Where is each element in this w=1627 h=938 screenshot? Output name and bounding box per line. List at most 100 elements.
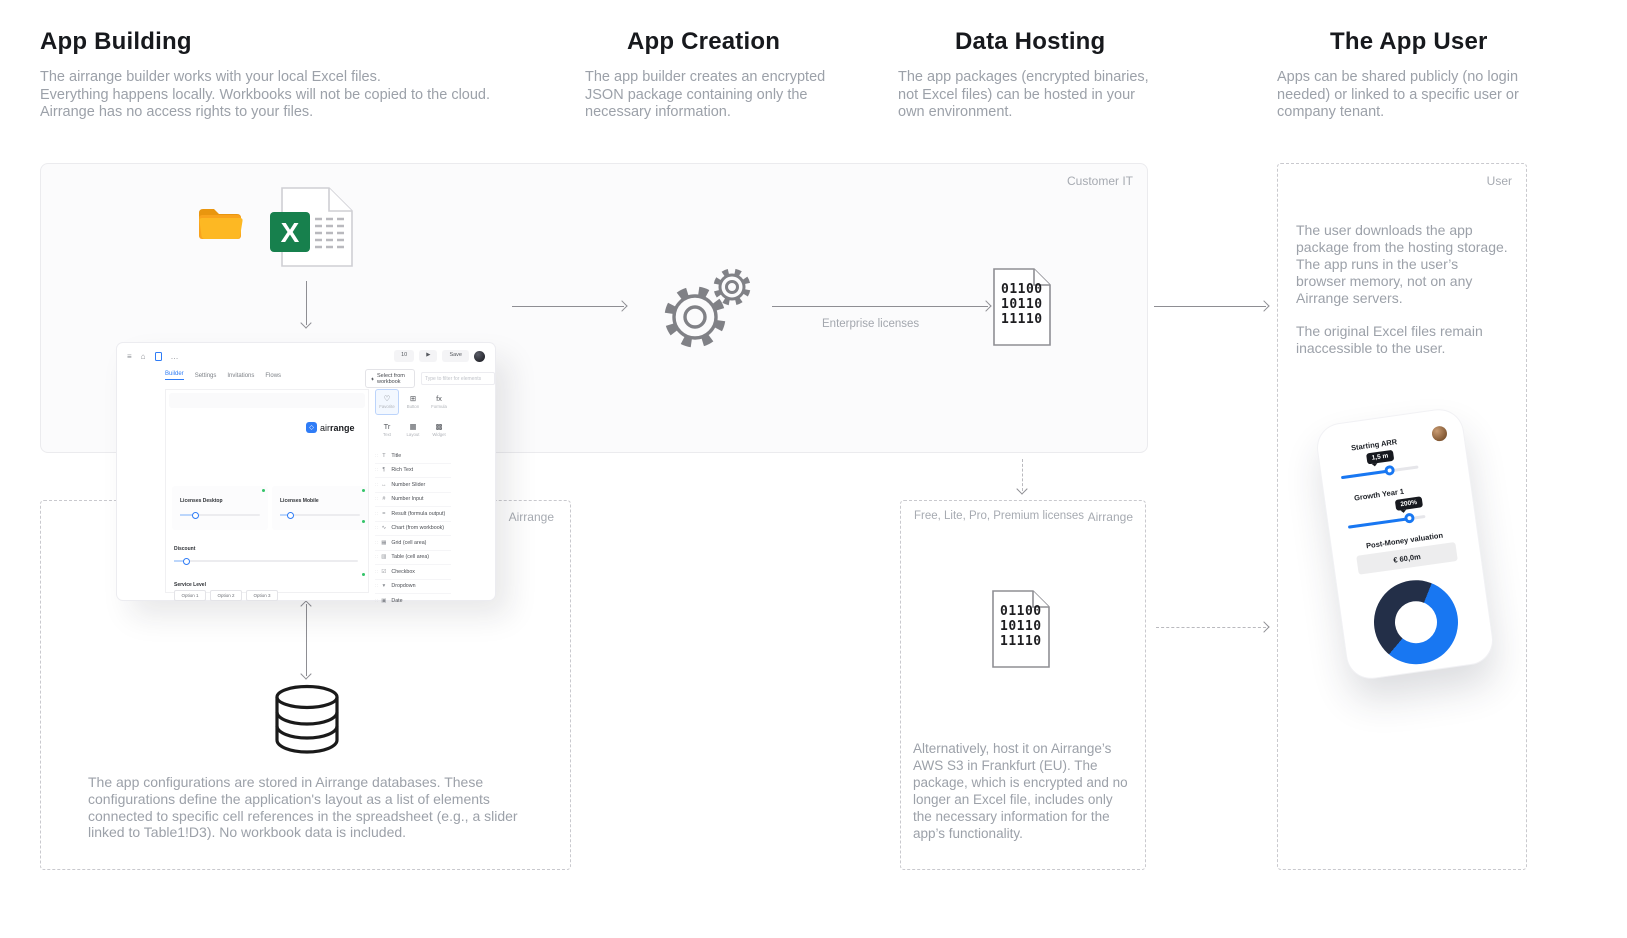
user-paragraph-2: The original Excel files remain inaccess… [1296, 323, 1483, 356]
run-button[interactable]: ▶ [419, 350, 438, 362]
option-2-button[interactable]: Option 2 [210, 590, 242, 601]
tab-flows[interactable]: Flows [265, 372, 282, 379]
arrow-builder-db [300, 600, 312, 680]
drag-handle-icon[interactable]: ∷ [375, 467, 378, 473]
checkbox-icon: ☑ [381, 568, 387, 575]
tab-invitations[interactable]: Invitations [227, 372, 255, 379]
select-from-workbook-button[interactable]: Select from workbook [365, 369, 415, 388]
airrange-logo: ◇ airrange [306, 422, 355, 433]
list-item-result[interactable]: ∷=Result (formula output) [375, 507, 451, 522]
slider-discount[interactable] [174, 557, 358, 565]
drag-handle-icon[interactable]: ∷ [375, 525, 378, 531]
layout-icon: ▦ [409, 422, 417, 432]
slider-licenses-desktop[interactable] [180, 511, 260, 519]
hosting-owner-label: Airrange [1087, 510, 1133, 524]
rich-text-icon: ¶ [382, 467, 386, 474]
user-box: User [1277, 163, 1527, 870]
arrow-customerit-to-hosting [1016, 459, 1028, 495]
section-title-app-building: App Building [40, 28, 192, 55]
list-item-number-slider[interactable]: ∷↔Number Slider [375, 478, 451, 493]
menu-icon[interactable]: ≡ [127, 351, 132, 361]
section-desc-app-building: The airrange builder works with your loc… [40, 69, 491, 120]
builder-tabs: Builder Settings Invitations Flows [165, 371, 281, 380]
section-desc-app-creation: The app builder creates an encrypted JSO… [585, 69, 826, 120]
list-item-rich-text[interactable]: ∷¶Rich Text [375, 464, 451, 478]
palette-widget[interactable]: ▩Widget [432, 422, 446, 437]
section-desc-data-hosting: The app packages (encrypted binaries, no… [898, 69, 1149, 120]
title-icon: T [382, 452, 386, 459]
builder-avatar[interactable] [474, 350, 485, 362]
drag-handle-icon[interactable]: ∷ [375, 583, 378, 589]
list-item-table[interactable]: ∷▥Table (cell area) [375, 551, 451, 565]
lightning-icon [371, 376, 375, 381]
selection-dot [262, 489, 265, 492]
chart-icon: ∿ [381, 525, 387, 532]
arrow-files-to-builder [300, 281, 312, 329]
donut-chart [1368, 574, 1464, 670]
date-icon: ▣ [381, 598, 387, 605]
fx-icon: fx [436, 394, 442, 404]
selection-dot [362, 489, 365, 492]
list-item-checkbox[interactable]: ∷☑Checkbox [375, 565, 451, 580]
dropdown-icon: ▾ [382, 583, 386, 590]
save-button[interactable]: Save [442, 350, 469, 362]
user-paragraph-1: The user downloads the app package from … [1296, 222, 1508, 306]
folder-icon [199, 209, 243, 239]
drag-handle-icon[interactable]: ∷ [375, 598, 378, 604]
binary-text: 01100 10110 11110 [1001, 282, 1043, 327]
phone-slider1[interactable] [1340, 464, 1419, 480]
drag-handle-icon[interactable]: ∷ [375, 481, 378, 487]
hosting-paragraph: Alternatively, host it on Airrange’s AWS… [913, 741, 1128, 841]
heart-icon: ♡ [383, 394, 391, 404]
drag-handle-icon[interactable]: ∷ [375, 496, 378, 502]
section-desc-app-user: Apps can be shared publicly (no login ne… [1277, 69, 1519, 120]
palette-favorite[interactable]: ♡Favorite [375, 389, 399, 415]
list-item-chart[interactable]: ∷∿Chart (from workbook) [375, 522, 451, 536]
drag-handle-icon[interactable]: ∷ [375, 452, 378, 458]
builder-window: ≡ ⌂ … 10 ▶ Save Builder Settings Invitat… [117, 343, 495, 604]
palette-layout[interactable]: ▦Layout [406, 422, 420, 437]
palette-button[interactable]: ⊞Button [406, 394, 420, 409]
hosting-box: Free, Lite, Pro, Premium licenses Airran… [900, 500, 1146, 870]
enterprise-licenses-label: Enterprise licenses [822, 318, 920, 330]
phone-slider2[interactable] [1347, 512, 1426, 529]
section-title-app-user: The App User [1330, 28, 1488, 55]
list-item-dropdown[interactable]: ∷▾Dropdown [375, 580, 451, 594]
card-licenses-mobile[interactable]: Licenses Mobile [272, 486, 368, 530]
database-icon [275, 684, 339, 754]
arrow-binary-to-user [1154, 300, 1270, 312]
document-icon[interactable] [154, 351, 162, 361]
element-filter-input[interactable] [421, 372, 495, 385]
option-3-button[interactable]: Option 3 [246, 590, 278, 601]
slider-licenses-mobile[interactable] [280, 511, 360, 519]
phone-screen: Starting ARR 1,5 m Growth Year 1 200% Po… [1322, 414, 1488, 674]
builder-titlebar: ≡ ⌂ … 10 ▶ Save [117, 343, 495, 369]
list-item-grid[interactable]: ∷▦Grid (cell area) [375, 536, 451, 551]
tab-settings[interactable]: Settings [194, 372, 217, 379]
binary-text-hosting: 01100 10110 11110 [1000, 604, 1042, 649]
drag-handle-icon[interactable]: ∷ [375, 554, 378, 560]
binary-file-icon: 01100 10110 11110 [993, 268, 1051, 346]
tab-builder[interactable]: Builder [165, 371, 184, 380]
drag-handle-icon[interactable]: ∷ [375, 510, 378, 516]
card-licenses-desktop[interactable]: Licenses Desktop [172, 486, 268, 530]
number-input-icon: # [382, 496, 386, 503]
number-slider-icon: ↔ [381, 481, 387, 488]
list-item-number-input[interactable]: ∷#Number Input [375, 493, 451, 507]
more-icon[interactable]: … [170, 351, 179, 361]
list-item-date[interactable]: ∷▣Date [375, 598, 403, 605]
phone-slider1-value: 1,5 m [1366, 449, 1394, 465]
section-title-app-creation: App Creation [627, 28, 781, 55]
option-1-button[interactable]: Option 1 [174, 590, 206, 601]
home-icon[interactable]: ⌂ [140, 351, 146, 361]
drag-handle-icon[interactable]: ∷ [375, 539, 378, 545]
canvas-header-band [169, 393, 365, 408]
drag-handle-icon[interactable]: ∷ [375, 568, 378, 574]
text-icon: Tr [383, 422, 391, 432]
undo-button[interactable]: 10 [394, 350, 415, 362]
